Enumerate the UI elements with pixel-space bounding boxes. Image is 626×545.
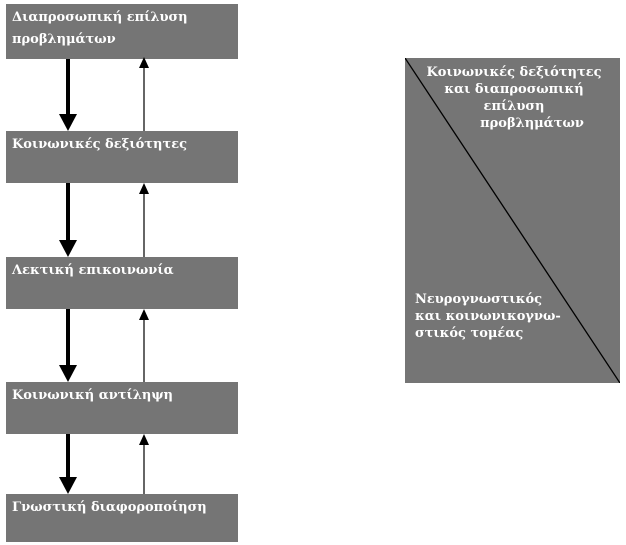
box-label-line: Κοινωνική αντίληψη bbox=[12, 388, 174, 403]
lower-label-line: και κοινωνικογνω- bbox=[415, 309, 561, 324]
up-arrow-head bbox=[139, 309, 149, 320]
down-arrow-head bbox=[59, 365, 77, 382]
box-cognitive-differentiation: Γνωστική διαφοροποίηση bbox=[6, 494, 238, 542]
box-social-skills: Κοινωνικές δεξιότητες bbox=[6, 131, 238, 183]
box-label-line: Διαπροσωπική επίλυση bbox=[12, 10, 188, 25]
lower-domain-label: Νευρογνωστικός και κοινωνικογνω- στικός … bbox=[415, 291, 561, 342]
lower-label-line: στικός τομέας bbox=[415, 326, 524, 341]
down-arrow-head bbox=[59, 114, 77, 131]
up-arrow-head bbox=[139, 434, 149, 445]
diagonal-line bbox=[405, 58, 620, 383]
box-label-line: Γνωστική διαφοροποίηση bbox=[12, 500, 207, 515]
upper-label-line: προβλημάτων bbox=[480, 116, 584, 131]
box-label-line: προβλημάτων bbox=[12, 32, 116, 47]
upper-label-line: και διαπροσωπική bbox=[444, 82, 584, 97]
upper-label-line: Κοινωνικές δεξιότητες bbox=[426, 65, 602, 80]
box-interpersonal-problem-solving: Διαπροσωπική επίλυση προβλημάτων bbox=[6, 4, 238, 59]
domain-box: Κοινωνικές δεξιότητες και διαπροσωπική ε… bbox=[405, 58, 620, 383]
down-arrow-head bbox=[59, 477, 77, 494]
box-social-perception: Κοινωνική αντίληψη bbox=[6, 382, 238, 434]
upper-label-line: επίλυση bbox=[483, 99, 545, 114]
lower-label-line: Νευρογνωστικός bbox=[415, 292, 543, 307]
up-arrow-head bbox=[139, 183, 149, 194]
box-label-line: Λεκτική επικοινωνία bbox=[12, 263, 174, 278]
upper-domain-label: Κοινωνικές δεξιότητες και διαπροσωπική ε… bbox=[421, 64, 607, 132]
down-arrow-head bbox=[59, 240, 77, 257]
box-verbal-communication: Λεκτική επικοινωνία bbox=[6, 257, 238, 309]
box-label-line: Κοινωνικές δεξιότητες bbox=[12, 137, 188, 152]
